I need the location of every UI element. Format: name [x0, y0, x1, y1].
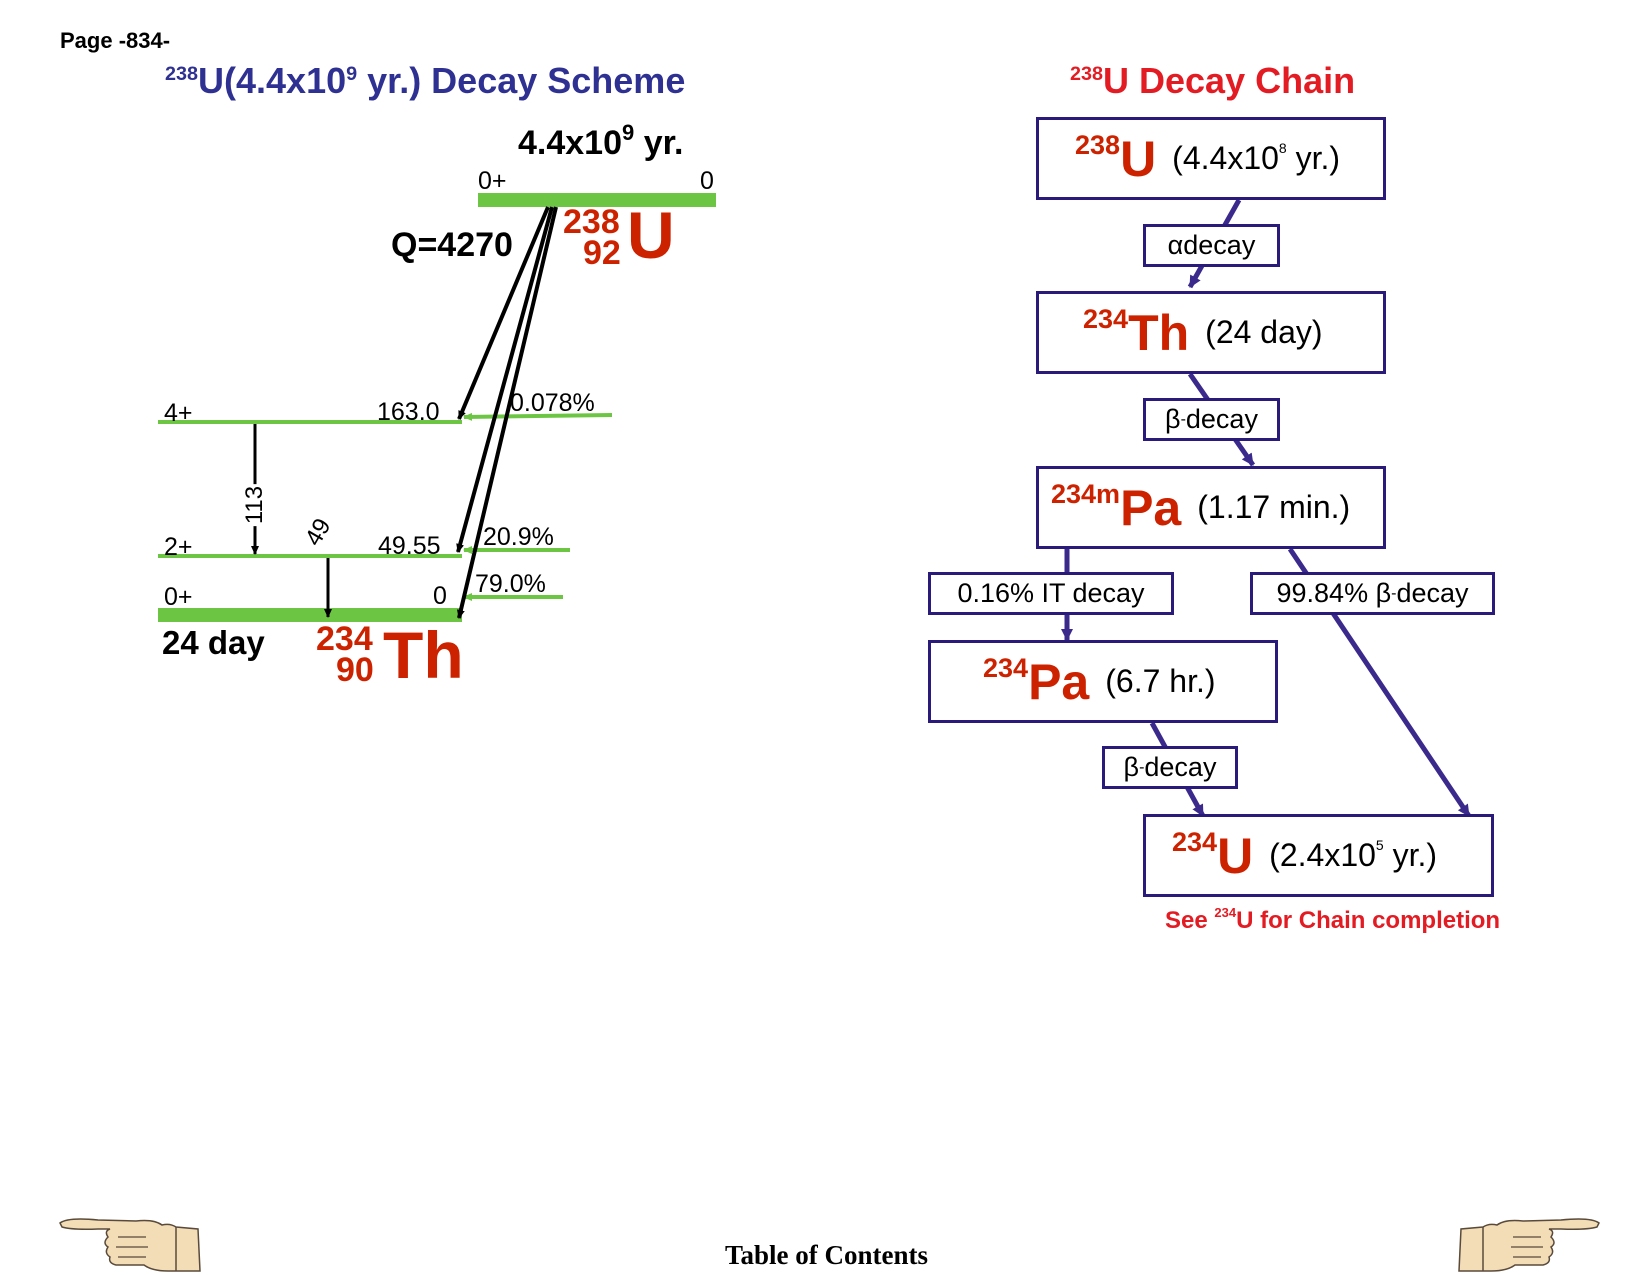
table-of-contents-link[interactable]: Table of Contents — [725, 1240, 929, 1270]
nuclide-halflife: (4.4x108 yr.) — [1172, 140, 1340, 177]
decay-charge: - — [1391, 584, 1397, 602]
next-page-hand-icon[interactable] — [1456, 1215, 1601, 1273]
decay-box-beta-2: β- decay — [1102, 746, 1238, 789]
nuclide-symbol: U — [1217, 827, 1254, 884]
branch-percent-3: 79.0% — [475, 570, 546, 598]
decay-text: decay — [1144, 752, 1217, 782]
pointing-hand-right-icon — [1458, 1218, 1600, 1272]
level-energy-1: 163.0 — [377, 398, 440, 426]
level-energy-3: 0 — [433, 582, 447, 610]
decay-text: 0.16% IT decay — [957, 578, 1145, 608]
decay-text: decay — [1183, 230, 1256, 260]
decay-particle: β — [1165, 404, 1181, 434]
level-spin-3: 0+ — [164, 583, 193, 611]
parent-level-bar — [478, 193, 716, 207]
halflife-exponent: 5 — [1375, 837, 1384, 853]
title-text-a: U(4.4x10 — [198, 60, 347, 101]
chain-title-text: U Decay Chain — [1103, 60, 1356, 101]
decay-box-alpha: α decay — [1143, 224, 1280, 267]
daughter-mass-number: 234 — [316, 620, 373, 658]
pointing-hand-left-icon — [59, 1218, 201, 1272]
nuclide-halflife: (2.4x105 yr.) — [1269, 837, 1437, 874]
daughter-halflife: 24 day — [162, 624, 265, 661]
nuclide-symbol: Pa — [1028, 653, 1090, 710]
level-bar-ground — [158, 608, 462, 622]
nuclide-symbol: Pa — [1120, 479, 1182, 536]
parent-halflife-exponent: 9 — [622, 120, 635, 145]
parent-halflife-value: 4.4x10 — [518, 124, 622, 162]
branch-percent-2: 20.9% — [483, 523, 554, 551]
gamma-label-113: 113 — [241, 483, 269, 527]
chain-box-pa234m: 234m Pa (1.17 min.) — [1036, 466, 1386, 549]
alpha-line-163 — [457, 206, 550, 420]
parent-symbol: U — [627, 198, 675, 272]
halflife-value: (4.4x10 — [1172, 140, 1279, 176]
nuclide-symbol: U — [1120, 130, 1157, 187]
decay-text: decay — [1396, 578, 1469, 608]
chain-completion-link[interactable]: See 234U for Chain completion — [1165, 905, 1500, 935]
decay-box-it: 0.16% IT decay — [928, 572, 1174, 615]
nuclide-halflife: (6.7 hr.) — [1105, 663, 1216, 699]
chain-box-u234: 234 U (2.4x105 yr.) — [1143, 814, 1494, 897]
note-prefix: See — [1165, 907, 1215, 934]
chain-box-th234: 234 Th (24 day) — [1036, 291, 1386, 374]
decay-particle: β — [1375, 578, 1392, 608]
decay-charge: - — [1180, 410, 1186, 428]
branch-arrow-163 — [463, 412, 613, 421]
alpha-line-49 — [456, 206, 554, 553]
nuclide-mass: 238 — [1075, 130, 1121, 160]
parent-atomic-number: 92 — [583, 234, 621, 272]
daughter-symbol: Th — [383, 618, 464, 692]
level-energy-2: 49.55 — [378, 532, 441, 560]
decay-box-beta-branch: 99.84% β- decay — [1250, 572, 1495, 615]
nuclide-mass: 234 — [1172, 827, 1218, 857]
previous-page-hand-icon[interactable] — [58, 1215, 203, 1273]
decay-particle: α — [1167, 230, 1184, 260]
title-exponent: 9 — [346, 63, 358, 86]
parent-halflife: 4.4x109 yr. — [518, 120, 683, 163]
parent-energy: 0 — [700, 167, 714, 195]
parent-mass-number: 238 — [563, 203, 620, 241]
chain-box-pa234: 234 Pa (6.7 hr.) — [928, 640, 1278, 723]
page-number: Page -834- — [60, 28, 171, 53]
decay-scheme-title: 238U(4.4x109 yr.) Decay Scheme — [165, 60, 685, 102]
level-spin-1: 4+ — [164, 399, 193, 427]
nuclide-mass: 234 — [1083, 304, 1129, 334]
halflife-value: (2.4x10 — [1269, 837, 1376, 873]
note-text: U for Chain completion — [1236, 907, 1501, 934]
nuclide-halflife: (24 day) — [1205, 314, 1323, 350]
nuclide-symbol: Th — [1128, 304, 1190, 361]
chain-title-mass: 238 — [1070, 63, 1104, 86]
nuclide-halflife: (1.17 min.) — [1197, 489, 1351, 525]
daughter-atomic-number: 90 — [336, 651, 374, 689]
level-spin-2: 2+ — [164, 533, 193, 561]
decay-box-beta-1: β- decay — [1143, 398, 1280, 441]
parent-spin: 0+ — [478, 167, 507, 195]
q-value: Q=4270 — [391, 226, 513, 264]
decay-branch: 99.84% — [1276, 578, 1376, 608]
chain-box-u238: 238 U (4.4x108 yr.) — [1036, 117, 1386, 200]
title-text-b: yr.) Decay Scheme — [357, 60, 686, 101]
nuclide-mass: 234m — [1051, 479, 1121, 509]
note-mass: 234 — [1214, 905, 1237, 920]
decay-particle: β — [1123, 752, 1140, 782]
decay-text: decay — [1185, 404, 1258, 434]
nuclide-mass: 234 — [983, 653, 1029, 683]
branch-percent-1: 0.078% — [510, 389, 595, 417]
decay-chain-title: 238U Decay Chain — [1070, 60, 1355, 102]
halflife-unit: yr.) — [1383, 837, 1438, 873]
decay-charge: - — [1139, 758, 1145, 776]
alpha-line-0 — [456, 206, 558, 619]
title-mass-number: 238 — [165, 63, 199, 86]
halflife-unit: yr.) — [1286, 140, 1341, 176]
halflife-exponent: 8 — [1278, 140, 1287, 156]
parent-halflife-unit: yr. — [634, 124, 684, 162]
